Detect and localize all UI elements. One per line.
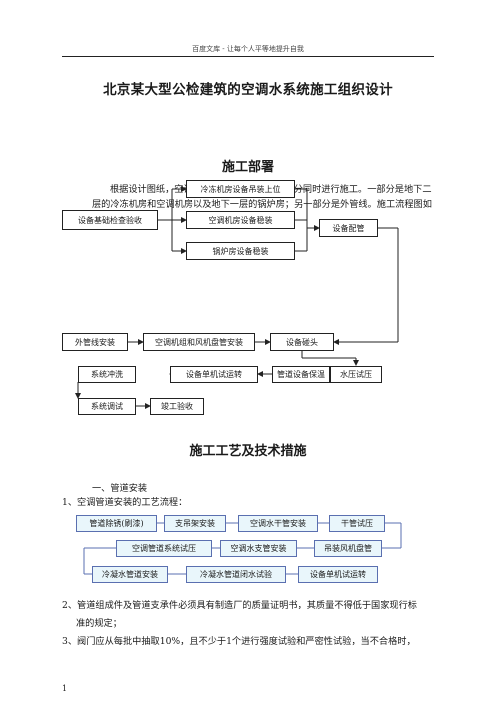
subsection-pipe-installation: 一、管道安装 xyxy=(92,483,148,494)
flow-single-unit-test-run: 设备单机试运转 xyxy=(170,366,258,383)
flow-pipe-insulation: 管道设备保温 xyxy=(272,366,330,383)
section-heading-deployment: 施工部署 xyxy=(221,160,274,175)
flow-outdoor-pipeline: 外管线安装 xyxy=(62,333,128,351)
flow2-support-hanger-install: 支吊架安装 xyxy=(164,515,226,532)
item-1-process-flow: 1、空调管道安装的工艺流程： xyxy=(62,497,188,508)
page-header: 百度文库 - 让每个人平等地提升自我 xyxy=(192,45,304,53)
header-rule xyxy=(62,56,434,57)
item-2-line-1: 2、管道组成件及管道支承件必须具有制造厂的质量证明书，其质量不得低于国家现行标 xyxy=(62,600,417,611)
flow-chiller-room-hoisting: 冷冻机房设备吊装上位 xyxy=(186,180,295,198)
flow2-condensate-pipe-install: 冷凝水管道安装 xyxy=(92,566,168,583)
flow-ac-room-installation: 空调机房设备稳装 xyxy=(186,211,295,229)
flow-ahu-fcu-installation: 空调机组和风机盘管安装 xyxy=(143,333,255,351)
flow-system-flushing: 系统冲洗 xyxy=(78,366,136,383)
flow2-main-pipe-pressure-test: 干管试压 xyxy=(329,515,385,532)
flow-system-commissioning: 系统调试 xyxy=(78,398,136,415)
flow2-branch-pipe-install: 空调水支管安装 xyxy=(220,540,297,557)
flow2-hang-fan-coil: 吊装风机盘管 xyxy=(314,540,382,557)
item-3-line-1: 3、阀门应从每批中抽取10%，且不少于1个进行强度试验和严密性试验，当不合格时， xyxy=(62,636,416,647)
page-number: 1 xyxy=(62,684,68,693)
flow-equipment-piping: 设备配管 xyxy=(319,219,378,237)
document-title: 北京某大型公检建筑的空调水系统施工组织设计 xyxy=(103,82,393,98)
flow2-main-pipe-install: 空调水干管安装 xyxy=(238,515,318,532)
flow2-derusting-painting: 管道除锈(刷漆) xyxy=(76,515,157,532)
flow2-single-unit-test-run: 设备单机试运转 xyxy=(298,566,378,583)
flow-boiler-room-installation: 锅炉房设备稳装 xyxy=(186,242,295,260)
flow-equipment-connection: 设备碰头 xyxy=(270,333,334,351)
flow-foundation-inspection: 设备基础检查验收 xyxy=(62,210,158,230)
flow2-system-pressure-test: 空调管道系统试压 xyxy=(116,540,212,557)
item-2-line-2: 准的规定； xyxy=(76,618,122,629)
flow-hydrostatic-test: 水压试压 xyxy=(330,366,382,383)
flow2-condensate-closed-water-test: 冷凝水管道闭水试验 xyxy=(186,566,286,583)
section-heading-techniques: 施工工艺及技术措施 xyxy=(189,444,307,459)
flow-completion-acceptance: 竣工验收 xyxy=(150,398,204,415)
